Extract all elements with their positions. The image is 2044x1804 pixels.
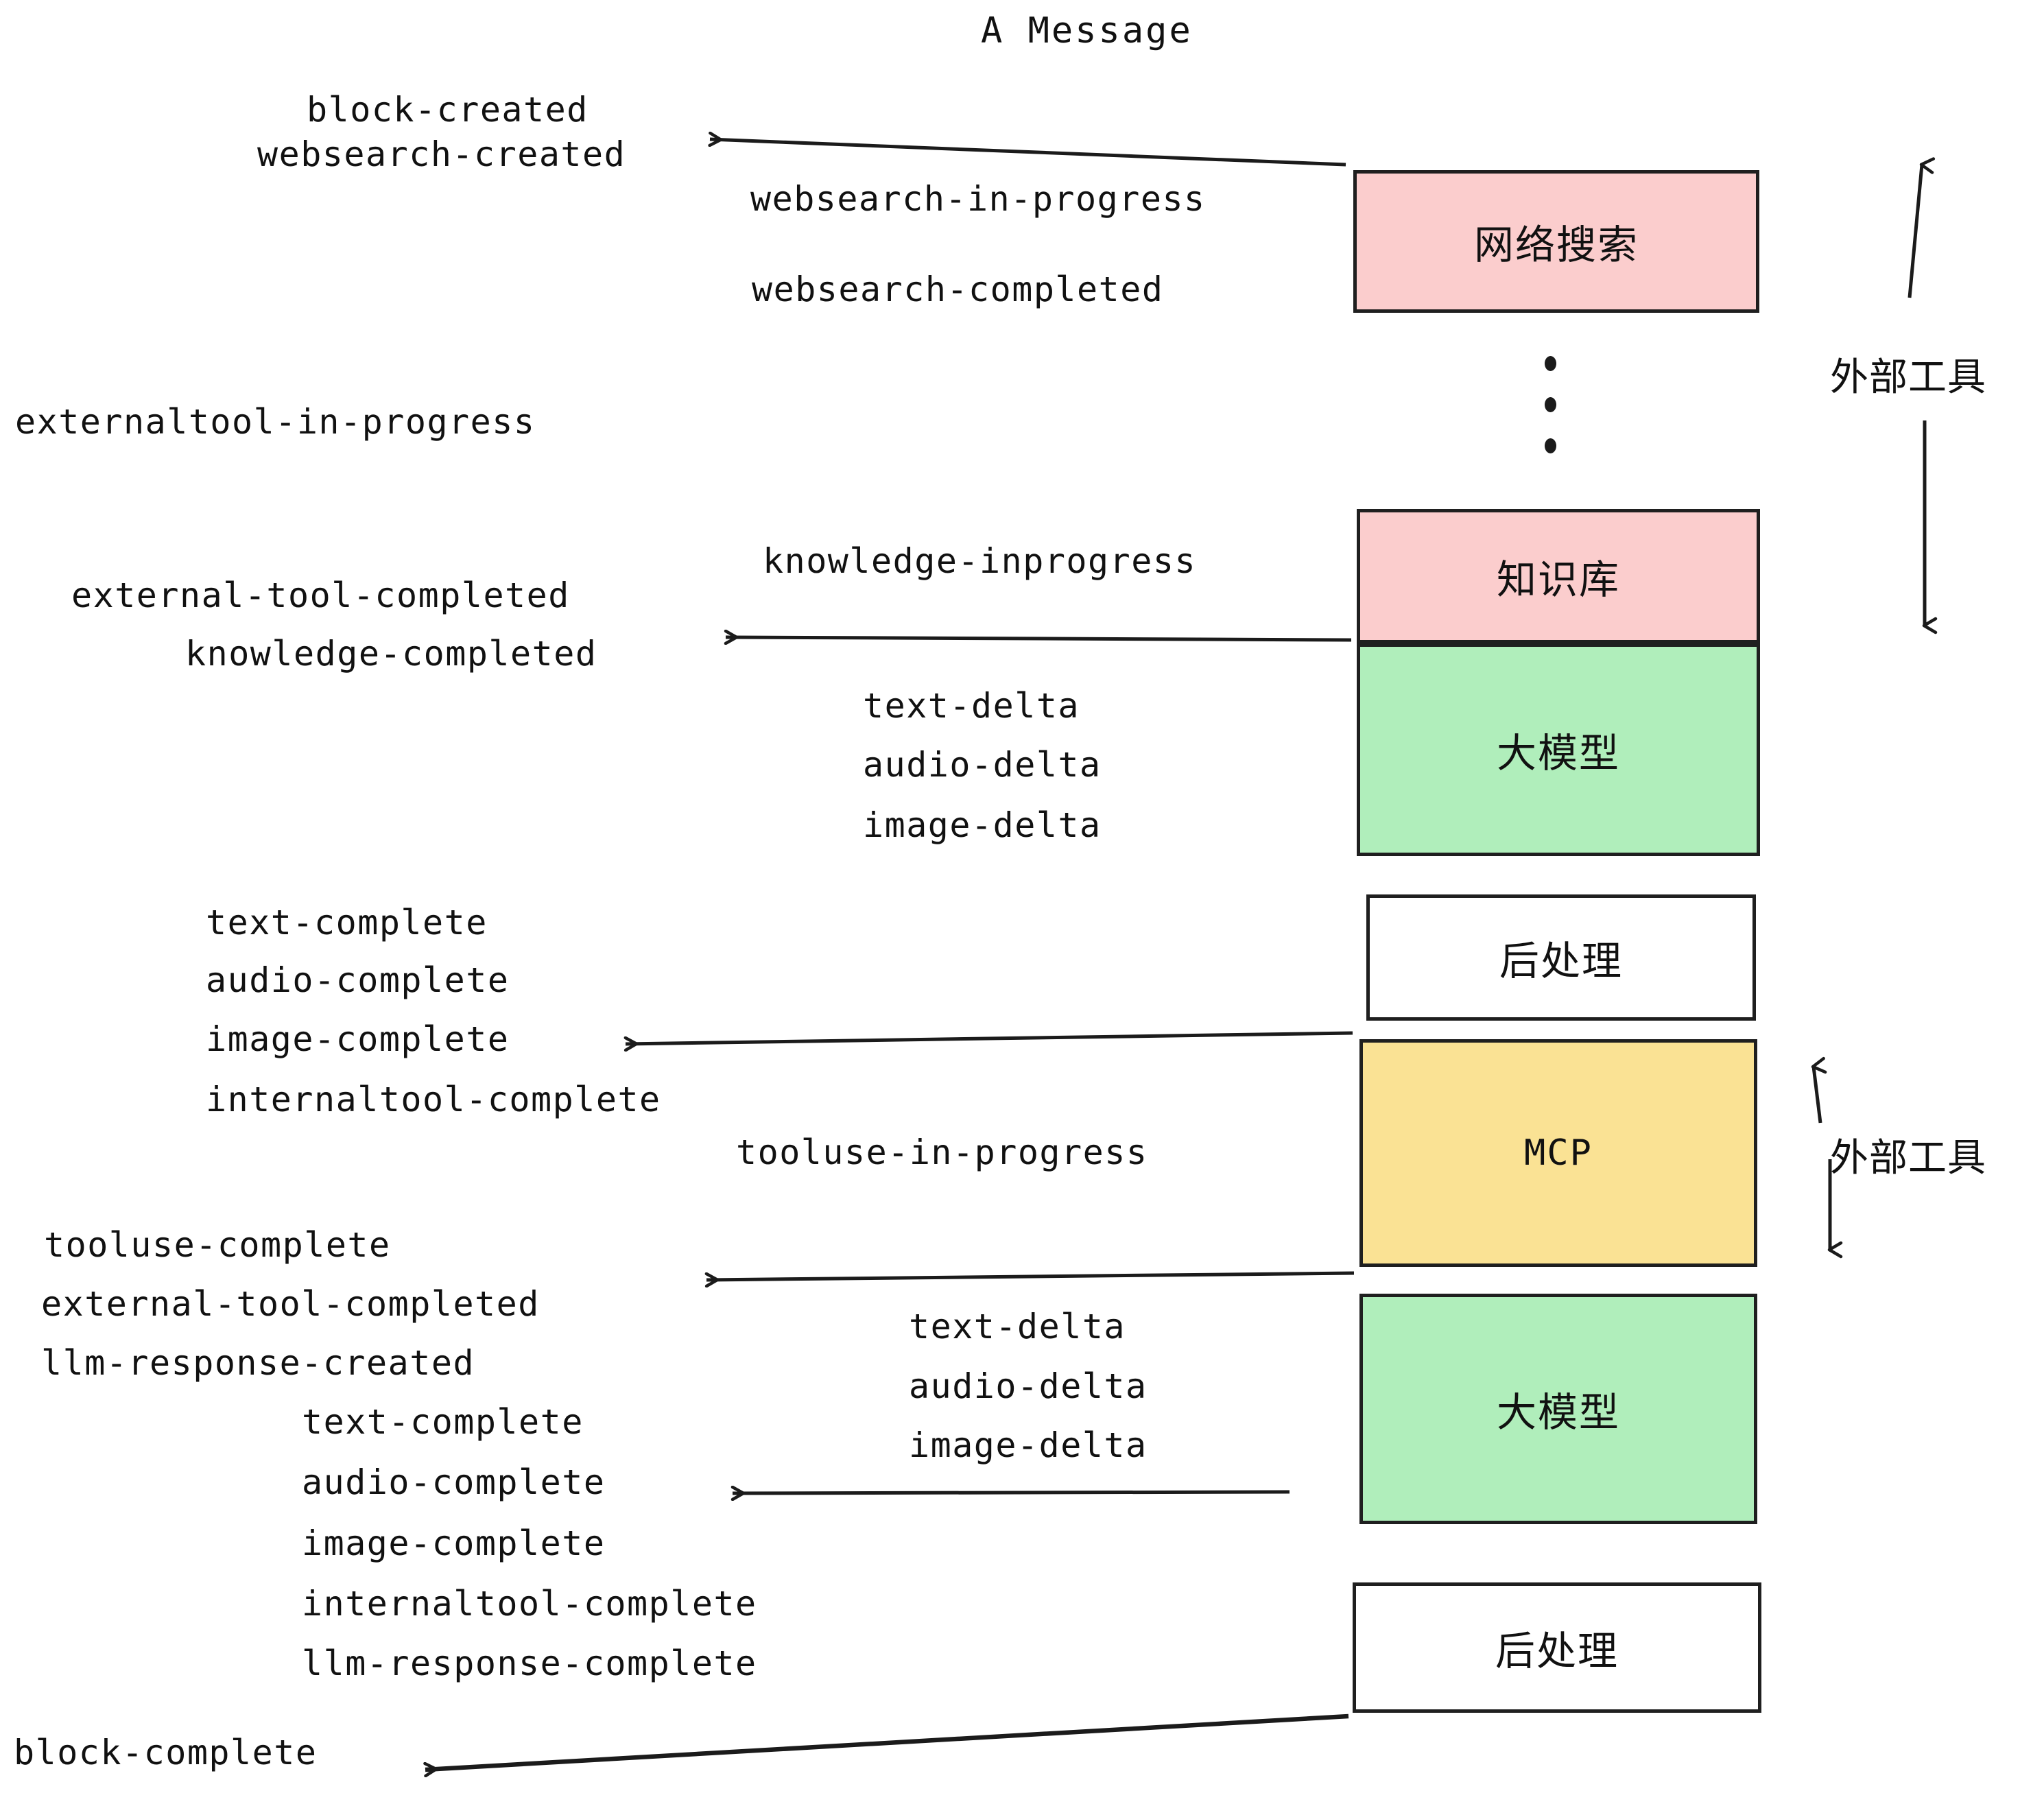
event-label-audio-delta-1: audio-delta <box>863 745 1102 785</box>
event-label-external-tool-completed-2: external-tool-completed <box>41 1284 540 1324</box>
node-llm-top[interactable]: 大模型 <box>1357 643 1760 856</box>
event-label-text-delta-2: text-delta <box>909 1307 1126 1346</box>
event-label-llm-response-created: llm-response-created <box>41 1343 475 1383</box>
event-label-image-delta-2: image-delta <box>909 1425 1148 1465</box>
event-label-audio-delta-2: audio-delta <box>909 1366 1148 1406</box>
ellipsis-dot <box>1545 397 1556 412</box>
event-label-websearch-completed: websearch-completed <box>752 270 1164 309</box>
event-label-block-created: block-created <box>307 90 589 130</box>
event-label-text-complete-2: text-complete <box>302 1402 584 1442</box>
event-label-websearch-in-progress: websearch-in-progress <box>750 179 1206 219</box>
group-label-external-tools-bottom: 外部工具 <box>1830 1136 1986 1180</box>
node-llm-bottom[interactable]: 大模型 <box>1359 1294 1757 1524</box>
event-label-external-tool-completed-1: external-tool-completed <box>71 575 570 615</box>
arrow-block-complete <box>425 1713 1349 1770</box>
event-label-audio-complete-2: audio-complete <box>302 1462 606 1502</box>
arrow-tooluse-complete <box>706 1271 1355 1280</box>
event-label-internaltool-complete-2: internaltool-complete <box>302 1584 757 1624</box>
event-label-image-complete-2: image-complete <box>302 1523 606 1563</box>
node-mcp[interactable]: MCP <box>1359 1039 1757 1267</box>
page-title: A Message <box>981 10 1193 51</box>
event-label-block-complete: block-complete <box>14 1733 318 1772</box>
event-label-internaltool-complete-1: internaltool-complete <box>206 1080 661 1119</box>
event-label-tooluse-complete: tooluse-complete <box>44 1225 391 1265</box>
event-label-audio-complete-1: audio-complete <box>206 960 510 1000</box>
group-label-external-tools-top: 外部工具 <box>1830 355 1986 400</box>
arrow-knowledge-completed <box>726 637 1352 640</box>
arrow-image-complete <box>626 1031 1353 1044</box>
event-label-knowledge-inprogress: knowledge-inprogress <box>763 541 1197 581</box>
node-websearch[interactable]: 网络搜索 <box>1353 170 1759 313</box>
event-label-tooluse-in-progress: tooluse-in-progress <box>736 1132 1148 1172</box>
arrow-audio-complete <box>733 1492 1290 1493</box>
event-label-websearch-created: websearch-created <box>257 134 626 174</box>
event-label-knowledge-completed: knowledge-completed <box>185 634 597 674</box>
event-label-image-complete-1: image-complete <box>206 1019 510 1059</box>
arrow-external-tools-bottom-up <box>1811 1056 1827 1124</box>
node-postprocess-bot[interactable]: 后处理 <box>1353 1582 1761 1713</box>
event-label-llm-response-complete: llm-response-complete <box>302 1643 757 1683</box>
arrow-websearch-created <box>710 139 1346 167</box>
event-label-externaltool-in-progress: externaltool-in-progress <box>15 402 536 442</box>
event-label-text-delta-1: text-delta <box>863 686 1080 726</box>
event-label-text-complete-1: text-complete <box>206 903 488 942</box>
node-knowledge[interactable]: 知识库 <box>1357 509 1760 643</box>
arrow-external-tools-top-up <box>1908 157 1936 298</box>
event-label-image-delta-1: image-delta <box>863 805 1102 845</box>
ellipsis-dot <box>1545 356 1556 371</box>
ellipsis-vertical-ellipsis <box>1545 343 1556 466</box>
ellipsis-dot <box>1545 438 1556 453</box>
node-postprocess-top[interactable]: 后处理 <box>1366 894 1756 1021</box>
